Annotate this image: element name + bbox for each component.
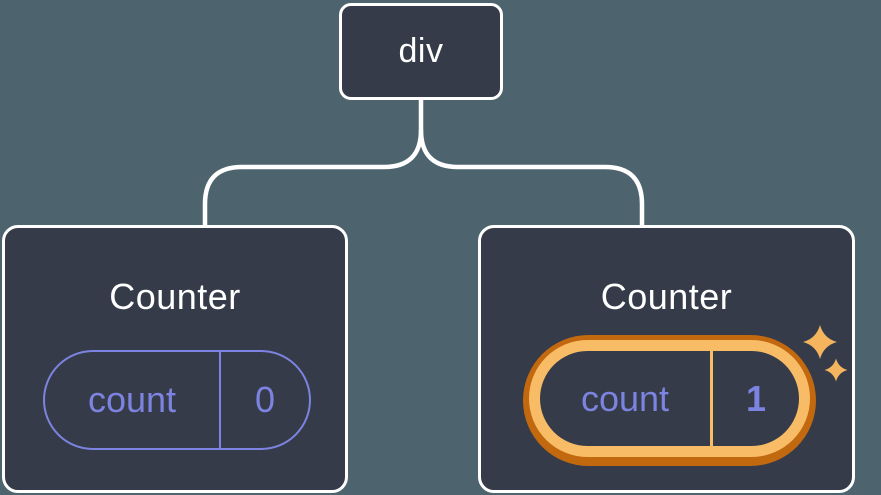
sparkle-large (803, 325, 837, 359)
state-key-label: count (540, 351, 713, 446)
counter-card-left: Counter count 0 (2, 225, 348, 493)
state-pill-highlight-ring: count 1 (523, 335, 816, 466)
root-node-div: div (339, 3, 503, 100)
state-value: 0 (254, 379, 276, 420)
state-key-label: count (45, 352, 221, 448)
counter-title: Counter (600, 276, 733, 317)
state-pill-count-left: count 0 (43, 350, 311, 450)
root-node-label: div (398, 32, 444, 70)
state-pill-highlight-ring-inner: count 1 (529, 340, 810, 457)
sparkle-small (824, 358, 848, 382)
connector-right-branch (418, 129, 645, 228)
connector-left-branch (202, 98, 424, 228)
counter-title: Counter (109, 276, 241, 317)
counter-card-right: Counter count 1 (478, 225, 855, 493)
state-value: 1 (745, 377, 767, 419)
state-pill-count-right: count 1 (540, 351, 799, 446)
sparkles-icon (803, 325, 848, 382)
